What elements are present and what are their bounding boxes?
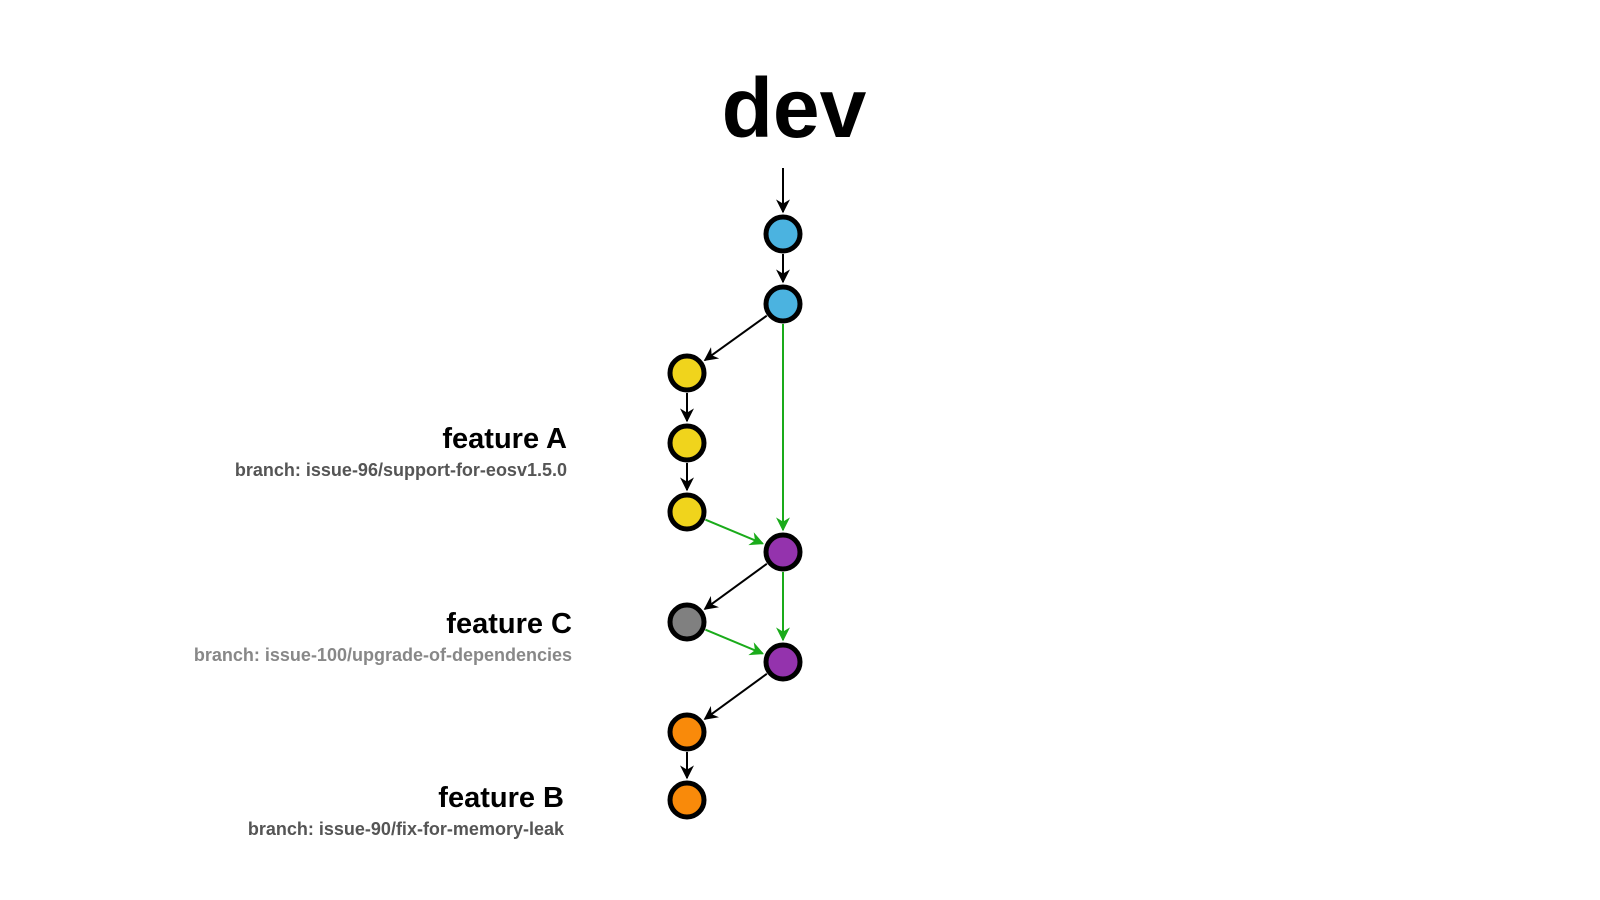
- commit-arrow-d2-a1: [703, 314, 768, 361]
- commit-node-m1: [763, 532, 803, 572]
- merge-arrow-a3-m1: [705, 518, 764, 546]
- commit-node-a1: [667, 353, 707, 393]
- commit-node-c1: [667, 602, 707, 642]
- dev-branch-title: dev: [721, 61, 867, 155]
- commit-node-a3: [667, 492, 707, 532]
- feature-b-name: feature B: [438, 782, 564, 814]
- commit-node-d1: [763, 214, 803, 254]
- feature-b-branch: branch: issue-90/fix-for-memory-leak: [247, 818, 564, 839]
- commit-node-d2: [763, 284, 803, 324]
- feature-a-branch: branch: issue-96/support-for-eosv1.5.0: [234, 459, 567, 480]
- commit-arrow-m1-c1: [703, 562, 768, 610]
- feature-a-name: feature A: [442, 423, 567, 455]
- feature-c-name: feature C: [446, 608, 572, 640]
- merge-arrow-c1-m2: [705, 628, 764, 656]
- commit-node-m2: [763, 642, 803, 682]
- commit-node-a2: [667, 423, 707, 463]
- feature-c-label: feature C branch: issue-100/upgrade-of-d…: [72, 608, 572, 666]
- commit-arrow-m2-b1: [703, 672, 768, 720]
- commit-node-b1: [667, 712, 707, 752]
- feature-a-label: feature A branch: issue-96/support-for-e…: [67, 423, 567, 481]
- feature-b-label: feature B branch: issue-90/fix-for-memor…: [64, 782, 564, 840]
- feature-c-branch: branch: issue-100/upgrade-of-dependencie…: [193, 644, 572, 665]
- commit-node-b2: [667, 780, 707, 820]
